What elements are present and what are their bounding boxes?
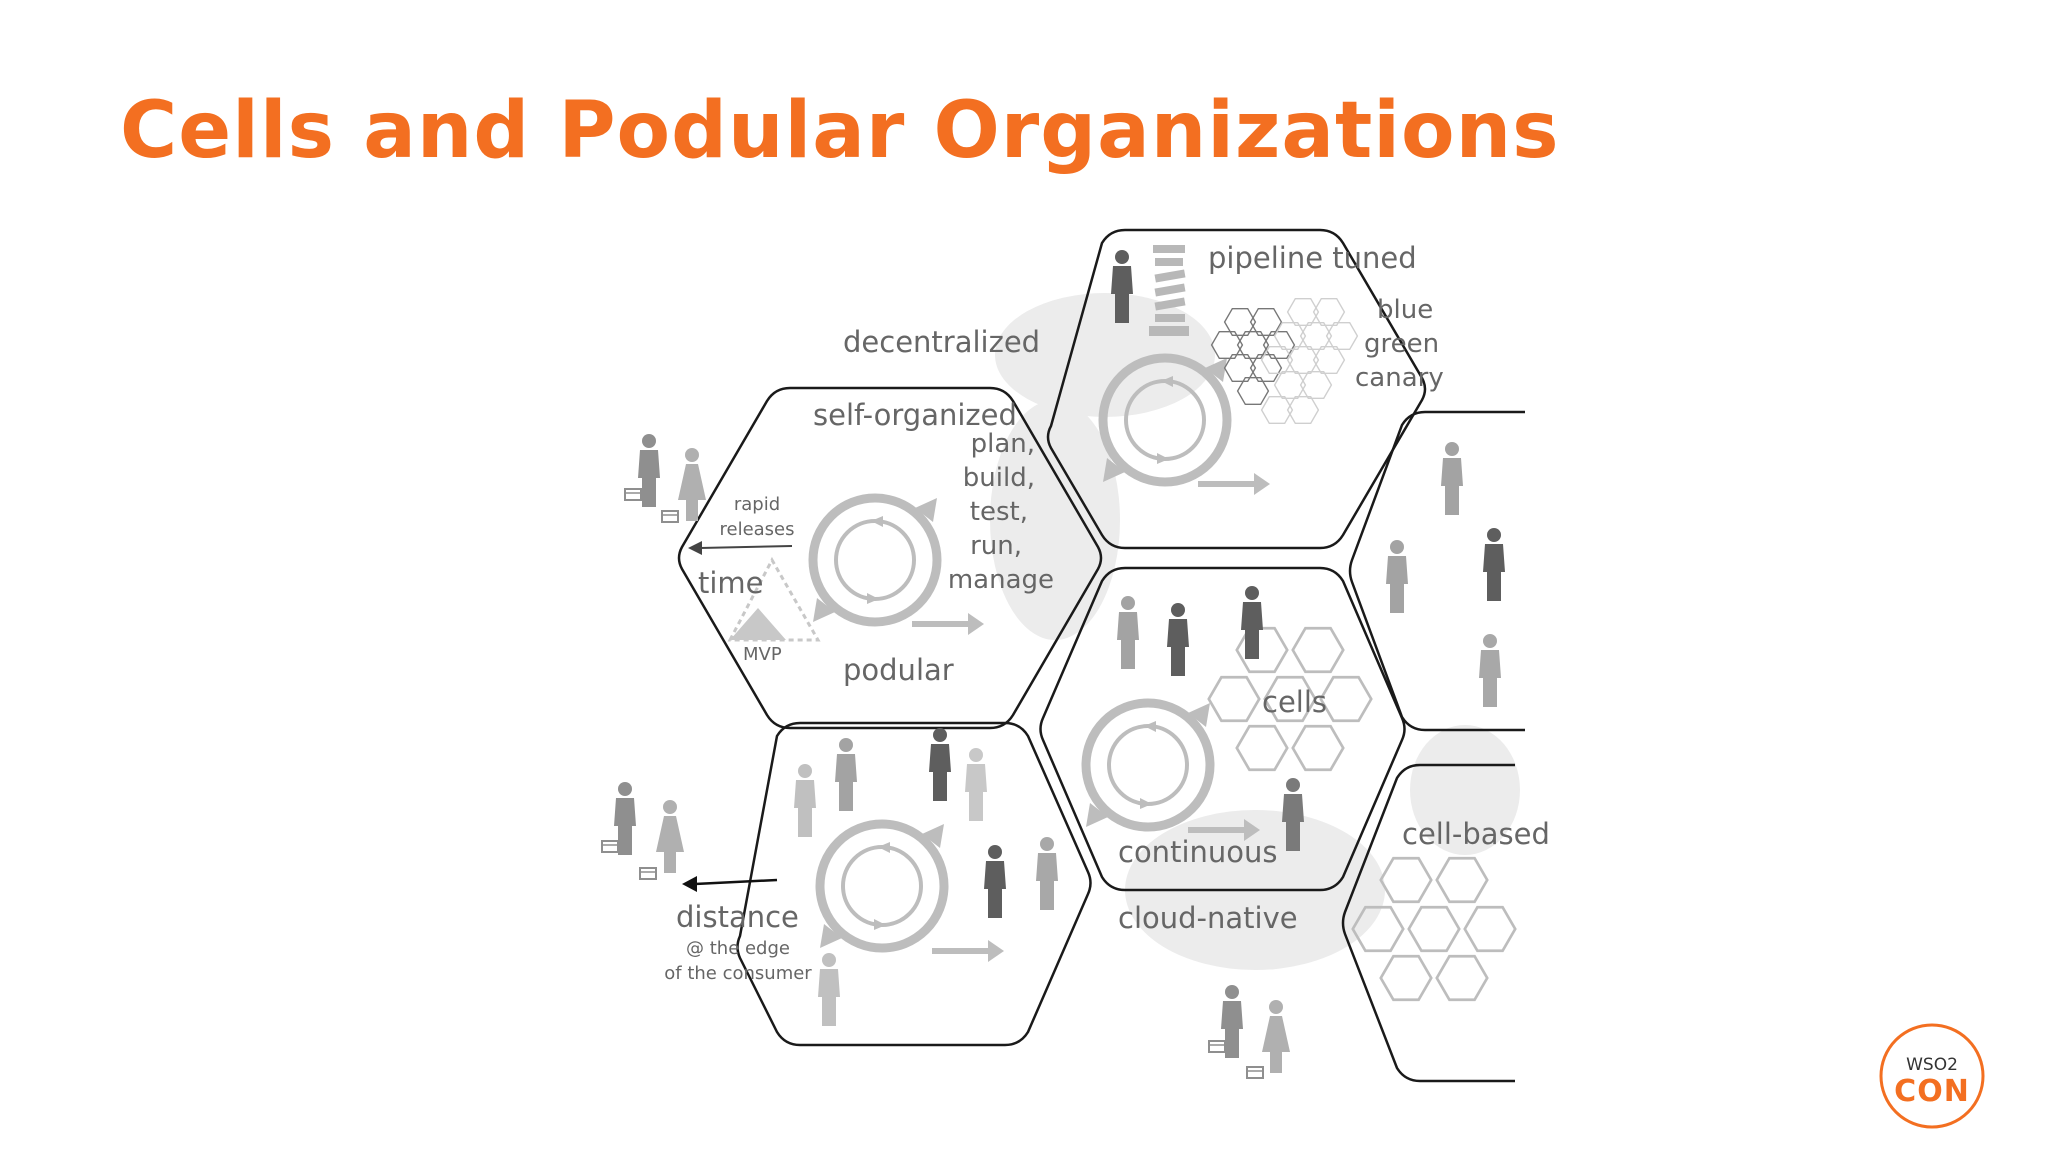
label-decentralized: decentralized (843, 325, 1040, 359)
basket-icon (1246, 1066, 1264, 1079)
wso2con-logo: WSO2 CON (1878, 1022, 1986, 1130)
label-plan: plan, (971, 429, 1035, 459)
person-icon (656, 800, 684, 873)
hex-podular (677, 386, 1103, 730)
label-rapid: rapid (734, 494, 780, 515)
person-icon (929, 728, 951, 801)
person-icon (678, 448, 706, 521)
cells-cluster-canary (1260, 298, 1359, 424)
label-cell-based: cell-based (1402, 817, 1550, 851)
person-icon (1483, 528, 1505, 601)
label-canary: canary (1355, 363, 1444, 393)
hex-pipeline (1046, 228, 1427, 550)
cycle-icon (813, 498, 937, 622)
arrow-left-icon (688, 541, 793, 555)
label-build: build, (963, 463, 1035, 493)
label-pipeline-tuned: pipeline tuned (1208, 241, 1417, 275)
hex-distance (736, 721, 1092, 1047)
cycle-icon (820, 824, 944, 948)
basket-icon (639, 867, 657, 880)
person-icon (1441, 442, 1463, 515)
label-manage: manage (948, 565, 1054, 595)
hex-cells (1039, 566, 1406, 892)
person-icon (1386, 540, 1408, 613)
basket-icon (624, 488, 642, 501)
label-continuous: continuous (1118, 835, 1278, 869)
basket-icon (661, 510, 679, 523)
person-icon (1036, 837, 1058, 910)
arrow-right-icon (1198, 473, 1270, 495)
mvp-icon (727, 556, 821, 642)
label-blue: blue (1377, 295, 1433, 325)
label-releases: releases (719, 519, 794, 540)
slide-title: Cells and Podular Organizations (120, 86, 1560, 176)
label-podular: podular (843, 653, 954, 687)
person-icon (1117, 596, 1139, 669)
label-distance: distance (676, 900, 799, 934)
label-cells: cells (1262, 685, 1327, 719)
label-mvp: MVP (743, 644, 782, 665)
person-icon (794, 764, 816, 837)
person-icon (835, 738, 857, 811)
diagram-labels: decentralized self-organized plan, build… (664, 241, 1550, 984)
hex-right-top (1348, 410, 1525, 732)
label-time: time (698, 566, 764, 600)
person-icon (965, 748, 987, 821)
label-edge-line-1: @ the edge (686, 938, 790, 959)
person-icon (1262, 1000, 1290, 1073)
hexagon-outlines (677, 228, 1525, 1083)
logo-badge: WSO2 CON (1879, 1023, 1985, 1129)
label-test: test, (970, 497, 1028, 527)
label-cloud-native: cloud-native (1118, 901, 1298, 935)
label-self-organized: self-organized (813, 398, 1017, 432)
logo-bottom-text: CON (1894, 1074, 1970, 1109)
person-icon (1167, 603, 1189, 676)
logo-top-text: WSO2 (1906, 1055, 1958, 1075)
arrow-left-icon (682, 876, 778, 892)
cycle-icon (1086, 703, 1210, 827)
arrow-right-icon (932, 940, 1004, 962)
hex-cell-based (1341, 763, 1515, 1083)
person-icon (984, 845, 1006, 918)
person-icon (1241, 586, 1263, 659)
label-edge-line-2: of the consumer (664, 963, 812, 984)
basket-icon (601, 840, 619, 853)
label-run: run, (970, 531, 1022, 561)
basket-icon (1208, 1040, 1226, 1053)
label-green: green (1364, 329, 1439, 359)
pipeline-tower-icon (1149, 245, 1189, 336)
arrow-right-icon (912, 613, 984, 635)
person-icon (1479, 634, 1501, 707)
person-icon (818, 953, 840, 1026)
